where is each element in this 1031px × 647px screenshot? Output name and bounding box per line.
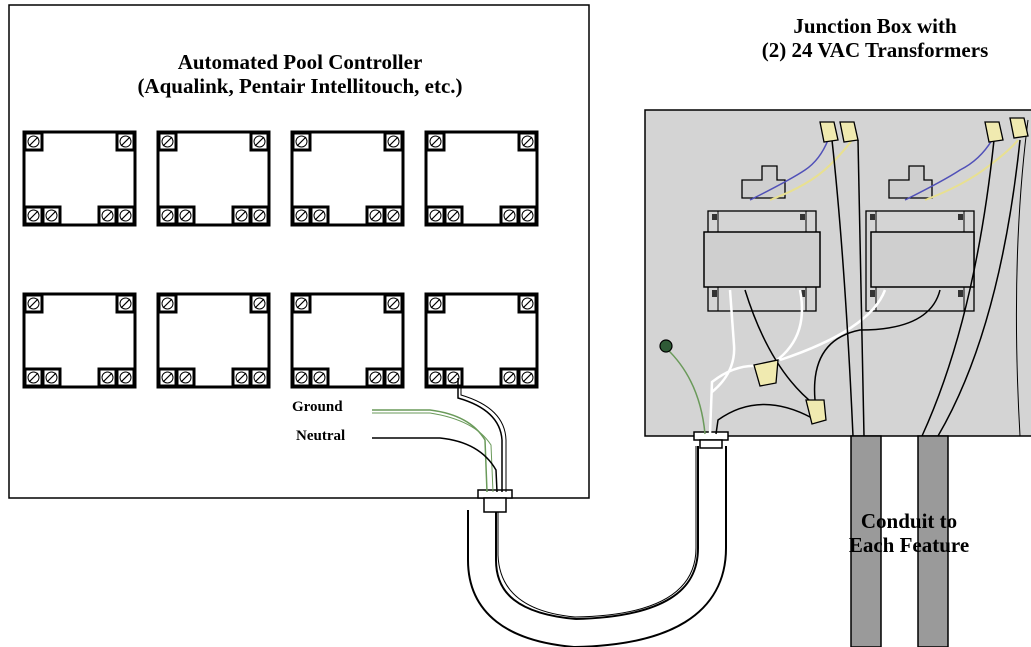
terminal-screw-icon [249, 293, 270, 314]
terminal-screw-icon [157, 367, 178, 388]
terminal-screw-icon [249, 131, 270, 152]
terminal-screw-icon [517, 131, 538, 152]
neutral-wire-label: Neutral [296, 428, 346, 444]
terminal-screw-icon [97, 367, 118, 388]
terminal-screw-icon [425, 131, 446, 152]
terminal-screw-icon [249, 367, 270, 388]
terminal-screw-icon [383, 205, 404, 226]
relay-module [290, 130, 405, 227]
terminal-screw-icon [41, 205, 62, 226]
terminal-screw-icon [425, 293, 446, 314]
terminal-screw-icon [157, 131, 178, 152]
terminal-screw-icon [157, 205, 178, 226]
flex-conduit [467, 446, 727, 647]
terminal-screw-icon [291, 293, 312, 314]
terminal-screw-icon [383, 293, 404, 314]
terminal-screw-icon [249, 205, 270, 226]
terminal-screw-icon [175, 367, 196, 388]
terminal-screw-icon [23, 131, 44, 152]
terminal-screw-icon [425, 367, 446, 388]
controller-title-line2: (Aqualink, Pentair Intellitouch, etc.) [137, 74, 463, 99]
relay-module [22, 130, 137, 227]
terminal-screw-icon [499, 367, 520, 388]
terminal-screw-icon [291, 205, 312, 226]
junction-box-title-line1: Junction Box with [793, 14, 957, 38]
wire-nuts [753, 117, 1029, 425]
terminal-screw-icon [115, 293, 136, 314]
relay-module [290, 292, 405, 389]
terminal-screw-icon [157, 293, 178, 314]
terminal-screw-icon [517, 367, 538, 388]
conduit-label: Conduit to Each Feature [804, 509, 1014, 557]
terminal-screw-icon [499, 205, 520, 226]
relay-module [156, 292, 271, 389]
terminal-screw-icon [291, 131, 312, 152]
terminal-screw-icon [443, 205, 464, 226]
terminal-screw-icon [115, 205, 136, 226]
terminal-screw-icon [115, 131, 136, 152]
terminal-screw-icon [517, 293, 538, 314]
terminal-screw-icon [291, 367, 312, 388]
controller-title-line1: Automated Pool Controller [177, 50, 423, 74]
terminal-screw-icon [23, 205, 44, 226]
junction-box-title: Junction Box with (2) 24 VAC Transformer… [720, 14, 1030, 62]
relay-module [156, 130, 271, 227]
terminal-screw-icon [365, 205, 386, 226]
terminal-screw-icon [309, 205, 330, 226]
terminal-screw-icon [231, 205, 252, 226]
terminal-screw-icon [443, 367, 464, 388]
terminal-screw-icon [365, 367, 386, 388]
terminal-screw-icon [41, 367, 62, 388]
relay-module [22, 292, 137, 389]
ground-wire-label: Ground [292, 399, 343, 415]
conduit-fittings [477, 431, 729, 513]
relay-module [424, 130, 539, 227]
terminal-screw-icon [175, 205, 196, 226]
conduit-label-line1: Conduit to [860, 509, 958, 533]
terminal-screw-icon [231, 367, 252, 388]
conduit-label-line2: Each Feature [848, 533, 970, 558]
terminal-screw-icon [23, 293, 44, 314]
terminal-screw-icon [97, 205, 118, 226]
transformer-left [703, 165, 821, 312]
junction-box-title-line2: (2) 24 VAC Transformers [761, 38, 989, 63]
controller-wires [372, 378, 507, 493]
controller-title: Automated Pool Controller (Aqualink, Pen… [40, 50, 560, 98]
ground-screw-icon [659, 339, 673, 353]
terminal-screw-icon [309, 367, 330, 388]
terminal-screw-icon [383, 131, 404, 152]
feature-conduits [850, 435, 949, 647]
terminal-screw-icon [425, 205, 446, 226]
terminal-screw-icon [383, 367, 404, 388]
relay-grid [22, 130, 539, 389]
terminal-screw-icon [23, 367, 44, 388]
terminal-screw-icon [517, 205, 538, 226]
terminal-screw-icon [115, 367, 136, 388]
relay-module [424, 292, 539, 389]
